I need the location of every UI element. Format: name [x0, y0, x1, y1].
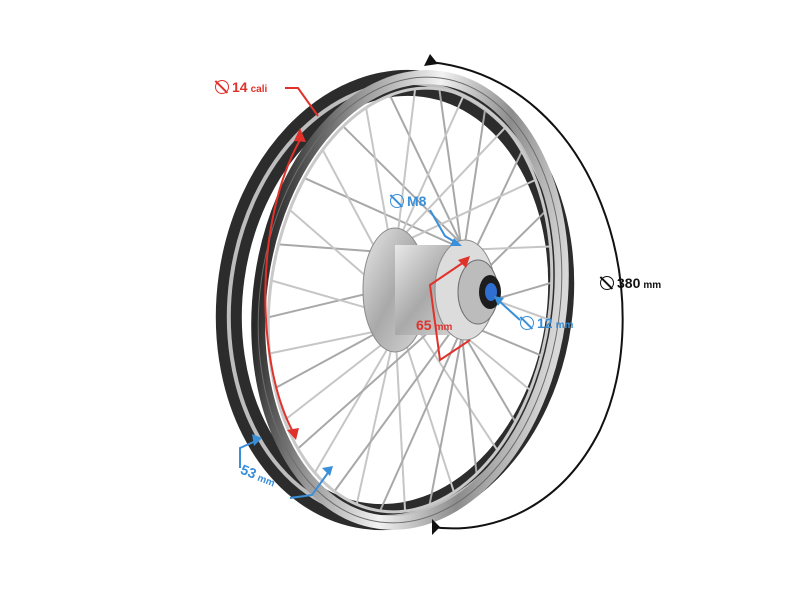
rim	[251, 70, 569, 530]
spoke	[355, 331, 396, 504]
spoke	[394, 322, 406, 511]
spoke	[438, 89, 463, 253]
hub	[362, 227, 501, 353]
spoke	[379, 327, 463, 511]
spoke	[304, 177, 463, 250]
diameter-icon	[600, 276, 614, 290]
spoke	[334, 316, 463, 492]
dimension-lines	[239, 54, 624, 535]
diameter-icon	[390, 194, 404, 208]
diameter-icon	[520, 316, 534, 330]
spoke	[394, 96, 465, 249]
spoke	[394, 179, 536, 247]
spoke	[314, 335, 396, 473]
spoke	[461, 335, 478, 474]
spoke	[284, 333, 396, 421]
diameter-icon	[215, 80, 229, 94]
spoke	[461, 330, 517, 423]
spoke	[461, 109, 487, 264]
spoke	[394, 127, 506, 245]
bolt-size-label: M8	[390, 194, 426, 210]
spoke	[428, 334, 463, 505]
